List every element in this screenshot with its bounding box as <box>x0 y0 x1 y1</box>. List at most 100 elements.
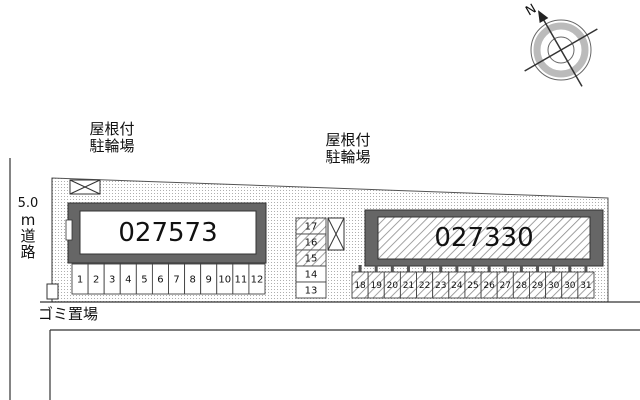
compass-rose <box>524 10 598 87</box>
parking-stall-23-5-number: 23 <box>435 281 446 291</box>
parking-stall-27-9-number: 27 <box>500 281 511 291</box>
parking-separator <box>552 265 556 273</box>
parking-stall-31-14-number: 31 <box>580 281 591 291</box>
parking-stall-17: 17 <box>295 217 327 235</box>
parking-stall-21-3: 21 <box>399 271 417 299</box>
parking-stall-12-box <box>248 263 266 295</box>
parking-stall-22-4: 22 <box>416 271 434 299</box>
parking-separator <box>358 265 362 273</box>
parking-separator <box>568 265 572 273</box>
garbage-label: ゴミ置場 <box>38 305 99 323</box>
parking-stall-8: 8 <box>184 263 202 295</box>
parking-stall-13-number: 13 <box>305 286 318 297</box>
parking-stall-27-9: 27 <box>496 271 514 299</box>
bike-parking-left-symbol <box>69 179 101 195</box>
parking-stall-25-7-number: 25 <box>467 281 478 291</box>
parking-stall-14-number: 14 <box>305 270 318 281</box>
parking-stall-14: 14 <box>295 265 327 283</box>
parking-separator <box>471 265 475 273</box>
parking-stall-3: 3 <box>103 263 121 295</box>
parking-stall-5-number: 5 <box>141 275 147 286</box>
building-left-number: 027573 <box>118 218 217 248</box>
parking-stall-2-number: 2 <box>93 275 99 286</box>
parking-stall-2: 2 <box>87 263 105 295</box>
road-label: 5.0 m 道 路 <box>18 196 39 261</box>
parking-separator <box>390 265 394 273</box>
parking-stall-30-12-number: 30 <box>548 281 560 291</box>
bike-parking-left-line2: 駐輪場 <box>89 137 135 155</box>
parking-stall-9: 9 <box>200 263 218 295</box>
parking-stall-11: 11 <box>232 263 250 295</box>
parking-stall-30-13-number: 30 <box>564 281 576 291</box>
parking-stall-29-11: 29 <box>529 271 547 299</box>
bike-parking-left-label: 屋根付 駐輪場 <box>80 121 144 155</box>
building-left-entry <box>65 219 73 241</box>
parking-separator <box>374 265 378 273</box>
parking-stall-22-4-number: 22 <box>419 281 430 291</box>
parking-separator <box>423 265 427 273</box>
road-line2: 路 <box>20 243 36 261</box>
parking-separator <box>487 265 491 273</box>
parking-stall-26-8-number: 26 <box>483 281 495 291</box>
parking-stall-30-12: 30 <box>545 271 563 299</box>
road-surface <box>0 302 640 400</box>
parking-stall-28-10: 28 <box>512 271 530 299</box>
parking-separator <box>536 265 540 273</box>
bike-parking-center-line2: 駐輪場 <box>325 148 371 166</box>
parking-stall-29-11-number: 29 <box>532 281 544 291</box>
parking-stall-31-14: 31 <box>577 271 595 299</box>
parking-stall-10: 10 <box>216 263 234 295</box>
bike-parking-left-line1: 屋根付 <box>89 120 135 138</box>
parking-stall-20-2-number: 20 <box>387 281 399 291</box>
parking-separator <box>519 265 523 273</box>
parking-stall-19-1-number: 19 <box>370 281 382 291</box>
parking-stall-30-13: 30 <box>561 271 579 299</box>
bike-parking-center-label: 屋根付 駐輪場 <box>316 132 380 166</box>
parking-stall-5: 5 <box>135 263 153 295</box>
parking-stall-6: 6 <box>151 263 169 295</box>
parking-stall-11-number: 11 <box>235 275 248 286</box>
parking-stall-26-8: 26 <box>480 271 498 299</box>
parking-stall-24-6: 24 <box>448 271 466 299</box>
road-line1: 道 <box>20 227 36 245</box>
parking-stall-16-number: 16 <box>305 238 318 249</box>
parking-stall-3-number: 3 <box>109 275 115 286</box>
parking-stall-13-box <box>295 281 327 299</box>
parking-stall-18-0: 18 <box>351 271 369 299</box>
bike-parking-center-symbol <box>327 217 345 251</box>
parking-stall-15: 15 <box>295 249 327 267</box>
parking-stall-4: 4 <box>119 263 137 295</box>
garbage-box-symbol <box>46 283 59 300</box>
parking-stall-7-number: 7 <box>173 275 179 286</box>
parking-stall-8-number: 8 <box>189 275 195 286</box>
parking-stall-28-10-number: 28 <box>516 281 528 291</box>
parking-separator <box>406 265 410 273</box>
parking-stall-4-number: 4 <box>125 275 131 286</box>
parking-stall-9-number: 9 <box>206 275 212 286</box>
parking-stall-19-1: 19 <box>367 271 385 299</box>
parking-stall-25-7: 25 <box>464 271 482 299</box>
building-right-inner <box>377 216 591 260</box>
parking-stall-23-5: 23 <box>432 271 450 299</box>
parking-stall-18-0-number: 18 <box>354 281 366 291</box>
parking-stall-24-6-number: 24 <box>451 281 463 291</box>
compass-north-label: N <box>523 2 539 20</box>
parking-separator <box>455 265 459 273</box>
parking-stall-12-number: 12 <box>251 275 264 286</box>
parking-separator <box>503 265 507 273</box>
parking-stall-16: 16 <box>295 233 327 251</box>
parking-stall-20-2: 20 <box>383 271 401 299</box>
bike-parking-center-line1: 屋根付 <box>325 131 371 149</box>
parking-separator <box>584 265 588 273</box>
road-unit: m <box>20 211 36 229</box>
parking-stall-1-number: 1 <box>77 275 83 286</box>
parking-stall-1: 1 <box>71 263 89 295</box>
parking-separator <box>439 265 443 273</box>
parking-stall-17-number: 17 <box>305 222 318 233</box>
parking-stall-10-number: 10 <box>218 275 231 286</box>
parking-stall-6-number: 6 <box>157 275 163 286</box>
parking-stall-31-14-box <box>577 271 595 299</box>
building-right-number: 027330 <box>434 223 533 253</box>
road-width: 5.0 <box>17 196 39 211</box>
